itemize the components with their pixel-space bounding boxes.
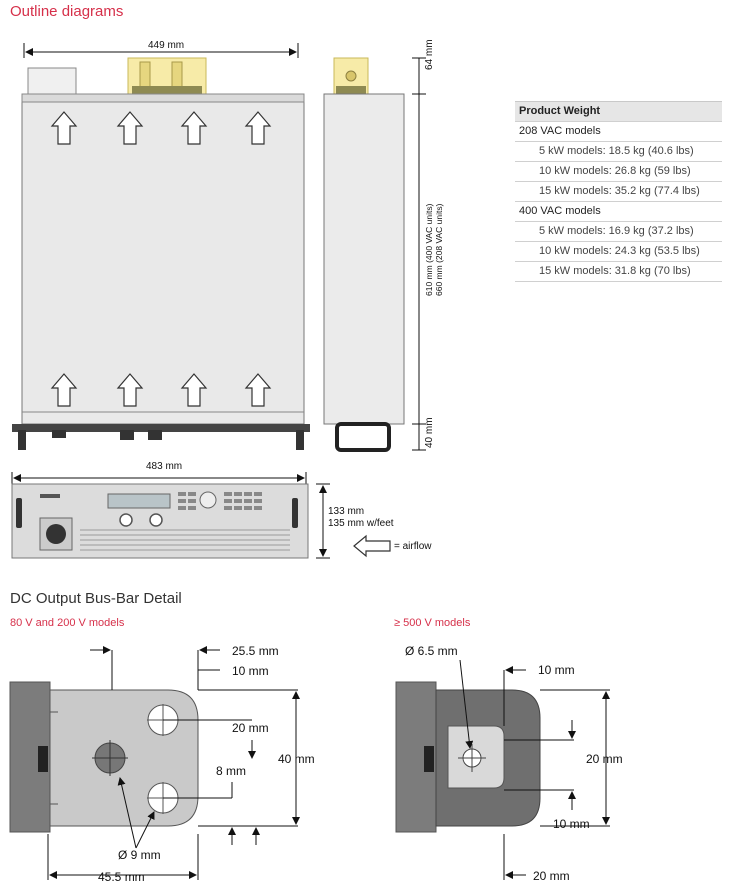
front-height-133-label: 133 mm [328, 506, 365, 517]
weight-item: 15 kW models: 35.2 kg (77.4 lbs) [515, 182, 722, 202]
left-models-label: 80 V and 200 V models [10, 617, 125, 629]
weight-item: 5 kW models: 16.9 kg (37.2 lbs) [515, 222, 722, 242]
front-view [11, 472, 391, 559]
side-view [323, 57, 426, 452]
top-width-label: 449 mm [148, 40, 185, 51]
busbar-left-20-label: 20 mm [232, 721, 269, 735]
weight-item: 10 kW models: 26.8 kg (59 lbs) [515, 162, 722, 182]
weight-item: 5 kW models: 18.5 kg (40.6 lbs) [515, 142, 722, 162]
busbar-left-25-5-label: 25.5 mm [232, 644, 279, 658]
busbar-left-8-label: 8 mm [216, 764, 246, 778]
top-view [12, 43, 310, 450]
weight-header: Product Weight [515, 101, 722, 122]
product-weight-table: Product Weight 208 VAC models 5 kW model… [515, 101, 722, 282]
airflow-label: = airflow [394, 541, 432, 552]
busbar-left-45-5-label: 45.5 mm [98, 870, 145, 884]
side-depth-label: 610 mm (400 VAC units) 660 mm (208 VAC u… [424, 204, 444, 296]
front-width-label: 483 mm [146, 461, 183, 472]
weight-item: 10 kW models: 24.3 kg (53.5 lbs) [515, 242, 722, 262]
weight-group-400: 400 VAC models [515, 202, 722, 222]
outline-title: Outline diagrams [10, 3, 124, 20]
side-bottom-label: 40 mm [424, 417, 435, 448]
busbar-right-10-top-label: 10 mm [538, 663, 575, 677]
side-top-label: 64 mm [424, 39, 435, 70]
busbar-left-drawing [9, 646, 300, 880]
busbar-right-10-bottom-label: 10 mm [553, 817, 590, 831]
busbar-left-40-label: 40 mm [278, 752, 315, 766]
side-depth-400-label: 610 mm (400 VAC units) [424, 203, 434, 296]
busbar-left-hole-label: Ø 9 mm [118, 848, 161, 862]
weight-group-208: 208 VAC models [515, 122, 722, 142]
front-height-135-label: 135 mm w/feet [328, 518, 394, 529]
busbar-right-20-label: 20 mm [586, 752, 623, 766]
side-depth-208-label: 660 mm (208 VAC units) [434, 203, 444, 296]
busbar-title: DC Output Bus-Bar Detail [10, 590, 182, 607]
busbar-left-10-label: 10 mm [232, 664, 269, 678]
front-height-label: 133 mm 135 mm w/feet [328, 506, 394, 530]
right-models-label: ≥ 500 V models [394, 617, 471, 629]
busbar-right-hole-label: Ø 6.5 mm [405, 644, 458, 658]
busbar-right-drawing [395, 659, 610, 880]
busbar-right-20-bottom-label: 20 mm [533, 869, 570, 883]
weight-item: 15 kW models: 31.8 kg (70 lbs) [515, 262, 722, 282]
